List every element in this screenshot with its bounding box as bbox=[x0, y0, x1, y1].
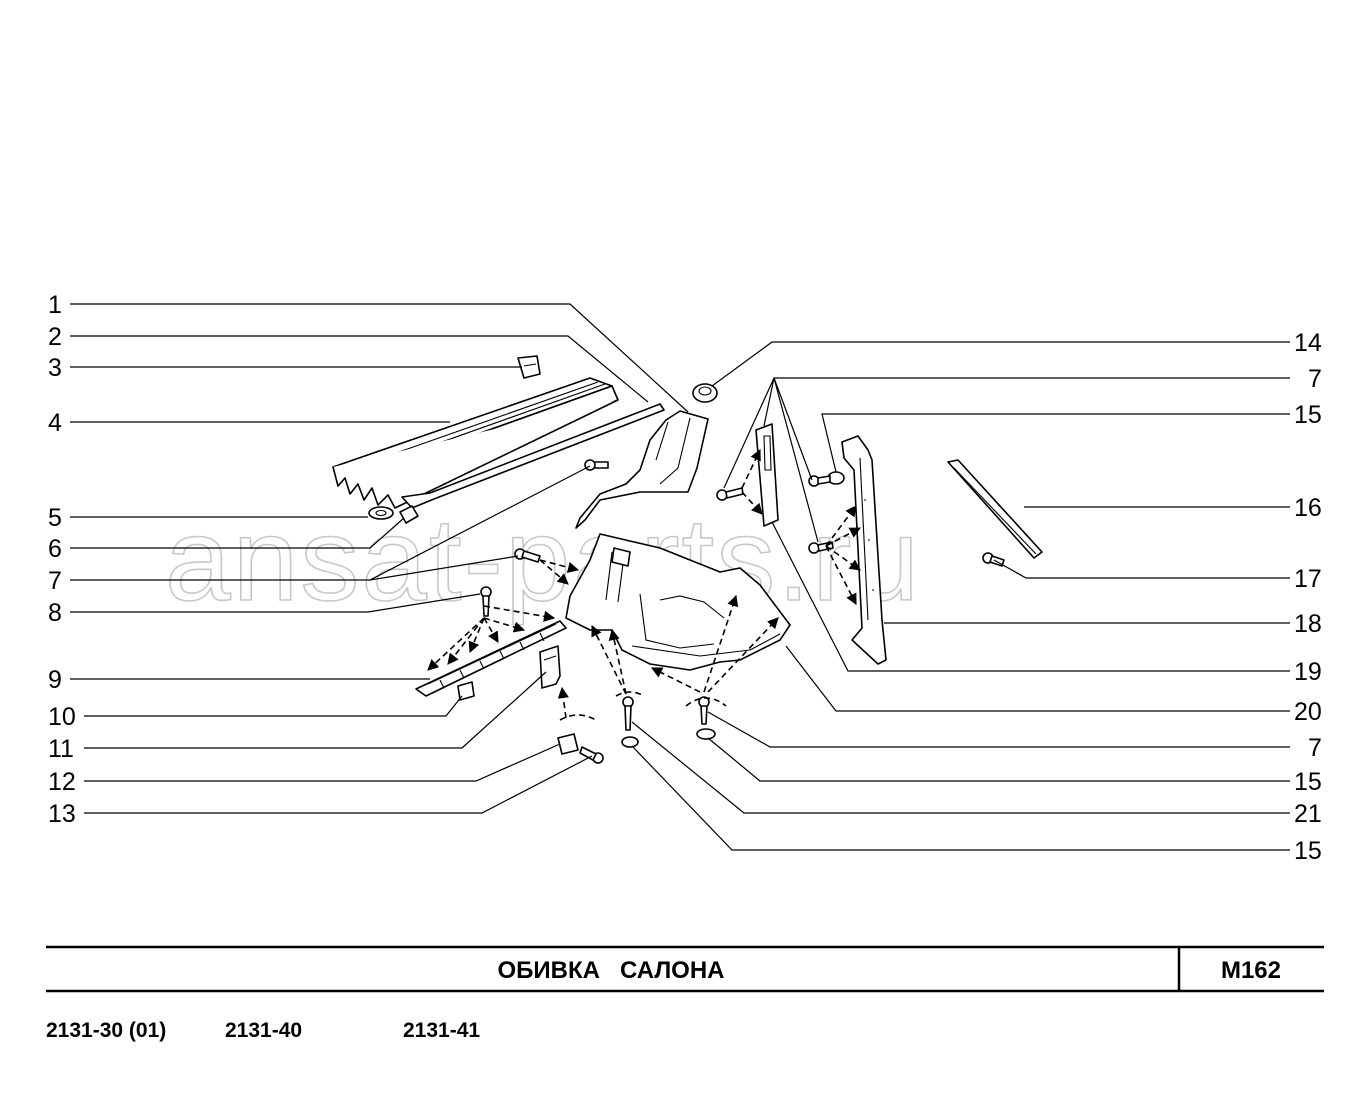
part-15-washer-upper bbox=[808, 471, 845, 487]
callout-label: 4 bbox=[48, 409, 62, 437]
part-21-screw bbox=[622, 696, 634, 731]
part-3-clip bbox=[517, 355, 541, 379]
callout-label: 9 bbox=[48, 666, 62, 694]
part-20-arch-panel bbox=[565, 533, 791, 671]
title-block: ОБИВКА САЛОНА М162 bbox=[46, 945, 1324, 993]
page-title: ОБИВКА САЛОНА bbox=[497, 957, 724, 984]
callout-label: 2 bbox=[48, 323, 62, 351]
callout-label: 7 bbox=[48, 567, 62, 595]
model-code: 2131-41 bbox=[403, 1019, 480, 1042]
callout-label: 16 bbox=[1294, 494, 1322, 522]
callout-label: 10 bbox=[48, 703, 76, 731]
model-code: 2131-40 bbox=[225, 1019, 302, 1042]
part-15-washer-mid bbox=[696, 728, 716, 740]
callout-label: 19 bbox=[1294, 658, 1322, 686]
callout-label: 20 bbox=[1294, 698, 1322, 726]
callout-label: 8 bbox=[48, 599, 62, 627]
callout-label: 13 bbox=[48, 800, 76, 828]
sheet-code: М162 bbox=[1221, 957, 1281, 984]
part-13-screw bbox=[579, 746, 604, 764]
part-10-clip bbox=[457, 681, 475, 701]
assembly-arrows bbox=[427, 448, 861, 721]
callout-label: 5 bbox=[48, 504, 62, 532]
part-16-strip bbox=[947, 459, 1043, 559]
part-9-sill-strip bbox=[415, 620, 567, 697]
part-18-pillar-trim bbox=[841, 435, 887, 665]
callout-label: 12 bbox=[48, 768, 76, 796]
part-4-channel bbox=[332, 377, 619, 509]
callout-label: 21 bbox=[1294, 800, 1322, 828]
part-19-pillar-bracket bbox=[755, 423, 779, 527]
callout-label: 7 bbox=[1308, 365, 1322, 393]
callout-label: 15 bbox=[1294, 768, 1322, 796]
part-14-grommet bbox=[692, 383, 718, 403]
screw-7-mid bbox=[514, 548, 541, 563]
callout-label: 3 bbox=[48, 354, 62, 382]
screw-7-lower bbox=[698, 696, 710, 725]
callouts-right: 14 7 15 16 17 18 19 20 7 15 21 15 bbox=[1294, 329, 1322, 865]
part-12-clip bbox=[557, 733, 579, 755]
callout-label: 7 bbox=[1308, 734, 1322, 762]
callouts-left: 1 2 3 4 5 6 7 8 9 10 11 12 13 bbox=[48, 291, 76, 828]
part-6-cap bbox=[399, 505, 419, 524]
callout-label: 15 bbox=[1294, 837, 1322, 865]
callout-label: 1 bbox=[48, 291, 62, 319]
callout-label: 18 bbox=[1294, 610, 1322, 638]
callout-label: 17 bbox=[1294, 565, 1322, 593]
leader-lines bbox=[70, 303, 1290, 851]
callout-label: 6 bbox=[48, 535, 62, 563]
screw-7-upper bbox=[584, 459, 609, 471]
part-15-washer-lower bbox=[621, 736, 639, 748]
model-list: 2131-30 (01) 2131-40 2131-41 bbox=[46, 1019, 480, 1042]
part-5-washer bbox=[368, 506, 394, 520]
part-11-bracket bbox=[539, 645, 561, 689]
model-code: 2131-30 (01) bbox=[46, 1019, 166, 1042]
part-1-pillar-trim bbox=[575, 410, 709, 529]
callout-label: 14 bbox=[1294, 329, 1322, 357]
callout-label: 11 bbox=[48, 735, 74, 763]
callout-label: 15 bbox=[1294, 401, 1322, 429]
